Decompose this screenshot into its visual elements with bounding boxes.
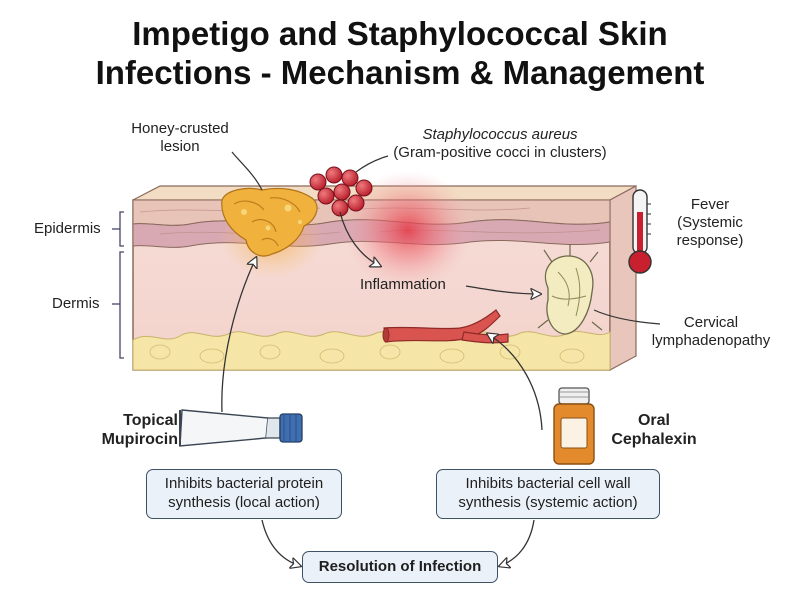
cell-wall-synthesis-box: Inhibits bacterial cell wall synthesis (… xyxy=(436,469,660,519)
fever-label-line-1: Fever xyxy=(690,196,730,213)
title-line-2: Infections - Mechanism & Management xyxy=(95,54,705,91)
topical-mupirocin-label: Topical Mupirocin xyxy=(92,411,178,449)
thermometer-icon xyxy=(628,189,652,274)
left-box-line-2: synthesis (local action) xyxy=(168,494,320,511)
page-title: Impetigo and Staphylococcal Skin Infecti… xyxy=(0,14,800,92)
title-line-1: Impetigo and Staphylococcal Skin xyxy=(132,15,668,52)
lymph-label-line-2: lymphadenopathy xyxy=(651,332,771,349)
inflammation-arrow xyxy=(339,211,380,266)
right-box-line-1: Inhibits bacterial cell wall xyxy=(465,475,631,492)
lymphadenopathy-label: Cervical lymphadenopathy xyxy=(636,314,786,350)
lymph-label-line-1: Cervical xyxy=(683,314,739,331)
dermis-bracket xyxy=(112,251,124,359)
honey-lesion-leader xyxy=(231,151,263,191)
inflammation-label: Inflammation xyxy=(360,276,446,293)
lymph-node-icon xyxy=(537,244,603,335)
oral-label-line-2: Cephalexin xyxy=(611,431,697,448)
resolution-of-infection-box: Resolution of Infection xyxy=(302,551,498,583)
bacteria-cluster-icon xyxy=(309,166,373,217)
pill-bottle-icon xyxy=(553,387,595,465)
ointment-tube-icon xyxy=(179,409,303,447)
left-to-result-arrow xyxy=(261,519,300,566)
oral-action-arrow xyxy=(488,334,543,431)
fever-label-line-2: (Systemic xyxy=(677,214,743,231)
lymph-leader xyxy=(593,309,661,325)
staph-name: Staphylococcus aureus xyxy=(422,126,578,143)
dermis-label: Dermis xyxy=(52,295,100,312)
right-to-result-arrow xyxy=(500,519,535,566)
oral-cephalexin-label: Oral Cephalexin xyxy=(604,411,704,449)
honey-crusted-lesion xyxy=(221,187,318,257)
fever-label-line-3: response) xyxy=(676,232,744,249)
right-box-line-2: synthesis (systemic action) xyxy=(458,494,638,511)
topical-action-arrow xyxy=(221,258,256,413)
oral-label-line-1: Oral xyxy=(637,412,670,429)
fever-label: Fever (Systemic response) xyxy=(660,196,760,250)
staph-label: Staphylococcus aureus (Gram-positive coc… xyxy=(370,126,630,162)
epidermis-label: Epidermis xyxy=(34,220,101,237)
honey-label-line-2: lesion xyxy=(160,138,200,155)
honey-lesion-label: Honey-crusted lesion xyxy=(100,120,260,156)
staph-leader xyxy=(355,155,389,173)
topical-label-line-1: Topical xyxy=(123,412,178,429)
topical-label-line-2: Mupirocin xyxy=(101,431,178,448)
epidermis-bracket xyxy=(112,211,124,247)
left-box-line-1: Inhibits bacterial protein xyxy=(164,475,324,492)
honey-label-line-1: Honey-crusted xyxy=(131,120,229,137)
lymph-arrow xyxy=(465,285,540,294)
protein-synthesis-box: Inhibits bacterial protein synthesis (lo… xyxy=(146,469,342,519)
staph-description: (Gram-positive cocci in clusters) xyxy=(393,144,607,161)
